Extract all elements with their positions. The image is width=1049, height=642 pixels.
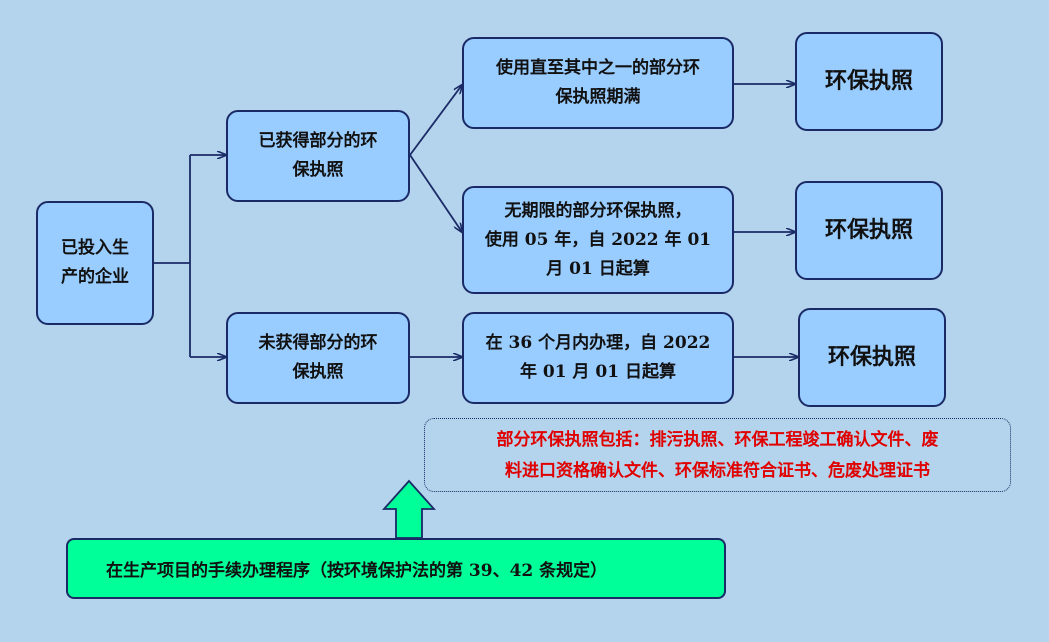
node-not-obtained: 未获得部分的环 保执照: [226, 312, 410, 404]
arrow-to-unlimited: [409, 154, 462, 232]
node-obtained-label: 已获得部分的环 保执照: [258, 131, 378, 180]
node-license-2: 环保执照: [795, 181, 943, 280]
node-license-1: 环保执照: [795, 32, 943, 131]
license-note: 部分环保执照包括：排污执照、环保工程竣工确认文件、废 料进口资格确认文件、环保标…: [424, 418, 1011, 492]
node-use-until-label: 使用直至其中之一的部分环 保执照期满: [496, 58, 700, 107]
arrow-to-use-until: [409, 85, 462, 156]
node-root: 已投入生 产的企业: [36, 201, 154, 325]
node-not-obtained-label: 未获得部分的环 保执照: [258, 333, 378, 382]
procedure-text: 在生产项目的手续办理程序（按环境保护法的第 39、42 条规定）: [106, 561, 608, 581]
up-arrow-shape: [381, 479, 437, 539]
node-unlimited-label: 无期限的部分环保执照， 使用 05 年，自 2022 年 01 月 01 日起算: [484, 200, 712, 279]
node-within36: 在 36 个月内办理，自 2022 年 01 月 01 日起算: [462, 312, 734, 404]
node-license-2-label: 环保执照: [824, 217, 913, 243]
node-license-3: 环保执照: [798, 308, 946, 407]
node-root-label: 已投入生 产的企业: [61, 238, 129, 287]
node-license-3-label: 环保执照: [827, 344, 916, 370]
node-unlimited: 无期限的部分环保执照， 使用 05 年，自 2022 年 01 月 01 日起算: [462, 186, 734, 294]
procedure-box: 在生产项目的手续办理程序（按环境保护法的第 39、42 条规定）: [66, 538, 726, 599]
node-use-until: 使用直至其中之一的部分环 保执照期满: [462, 37, 734, 129]
node-license-1-label: 环保执照: [824, 68, 913, 94]
node-obtained: 已获得部分的环 保执照: [226, 110, 410, 202]
license-note-text: 部分环保执照包括：排污执照、环保工程竣工确认文件、废 料进口资格确认文件、环保标…: [496, 430, 939, 481]
node-within36-label: 在 36 个月内办理，自 2022 年 01 月 01 日起算: [485, 333, 711, 382]
